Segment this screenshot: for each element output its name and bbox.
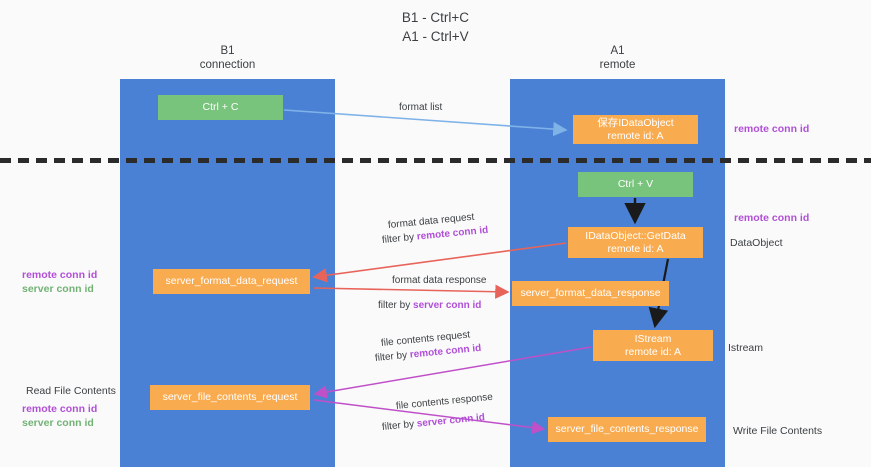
note-left-server-conn-id-mid: server conn id xyxy=(22,283,94,295)
note-right-istream: Istream xyxy=(728,342,764,354)
edge-label-format-list: format list xyxy=(399,102,443,113)
node-idataobject-getdata[interactable]: IDataObject::GetData remote id: A xyxy=(568,227,703,258)
lane-header-b1: B1 connection xyxy=(199,45,256,71)
node-server-format-data-response[interactable]: server_format_data_response xyxy=(512,281,669,306)
node-label: server_format_data_response xyxy=(520,287,661,299)
edge-label-file-contents-response-filter: filter by server conn id xyxy=(381,411,485,434)
note-right-remote-conn-id-mid: remote conn id xyxy=(734,212,810,224)
phase-divider xyxy=(0,158,871,163)
edge-label-file-contents-response: file contents response xyxy=(395,391,494,412)
node-sublabel: remote id: A xyxy=(624,345,682,358)
filter-prefix: filter by xyxy=(374,349,411,364)
arrow-format-data-response xyxy=(313,284,510,299)
note-left-remote-conn-id-bottom: remote conn id xyxy=(22,403,98,415)
note-left-server-conn-id-bottom: server conn id xyxy=(22,417,94,429)
edge-label-format-data-response: format data response xyxy=(392,275,487,286)
node-ctrl-c[interactable]: Ctrl + C xyxy=(158,95,283,120)
node-label: IStream xyxy=(634,332,672,345)
node-label: Ctrl + V xyxy=(617,178,654,190)
filter-prefix: filter by xyxy=(381,231,418,246)
edge-label-format-data-response-filter: filter by server conn id xyxy=(378,299,481,312)
filter-key: server conn id xyxy=(416,412,486,430)
filter-key: server conn id xyxy=(413,300,482,311)
node-server-format-data-request[interactable]: server_format_data_request xyxy=(153,269,310,294)
node-ctrl-v[interactable]: Ctrl + V xyxy=(578,172,693,197)
node-sublabel: remote id: A xyxy=(607,129,664,142)
node-istream[interactable]: IStream remote id: A xyxy=(593,330,713,361)
note-right-dataobject: DataObject xyxy=(730,237,783,249)
filter-prefix: filter by xyxy=(378,300,414,311)
note-left-remote-conn-id-mid: remote conn id xyxy=(22,269,98,281)
node-server-file-contents-response[interactable]: server_file_contents_response xyxy=(548,417,706,442)
node-label: IDataObject::GetData xyxy=(585,229,686,242)
node-label: Ctrl + C xyxy=(202,101,239,113)
note-left-read-file-contents: Read File Contents xyxy=(26,385,116,397)
node-label: server_format_data_request xyxy=(165,275,298,287)
node-sublabel: remote id: A xyxy=(607,242,664,255)
note-right-write-file-contents: Write File Contents xyxy=(733,425,823,437)
note-right-remote-conn-id-top: remote conn id xyxy=(734,123,810,135)
node-label: server_file_contents_response xyxy=(555,423,699,435)
filter-prefix: filter by xyxy=(381,418,418,433)
node-server-file-contents-request[interactable]: server_file_contents_request xyxy=(150,385,310,410)
node-label: 保存IDataObject xyxy=(597,116,674,129)
lane-header-a1: A1 remote xyxy=(599,45,636,71)
page-title: B1 - Ctrl+C A1 - Ctrl+V xyxy=(401,10,470,44)
node-label: server_file_contents_request xyxy=(162,391,298,403)
node-save-idataobject[interactable]: 保存IDataObject remote id: A xyxy=(573,115,698,144)
